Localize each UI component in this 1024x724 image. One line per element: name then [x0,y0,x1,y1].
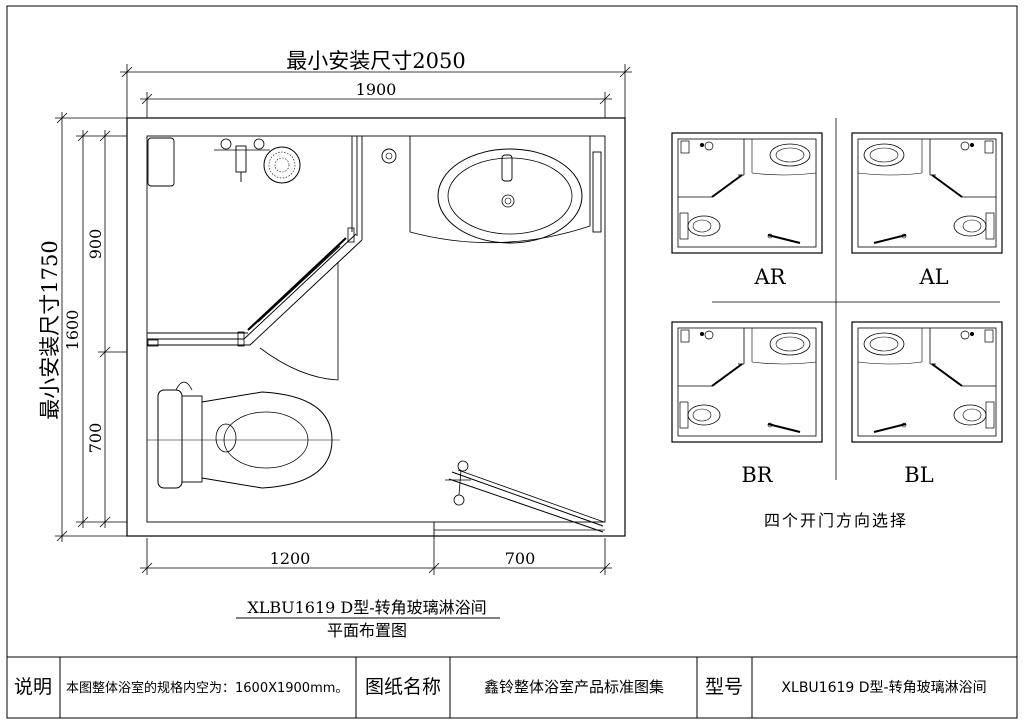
inner-width-label: 1900 [356,80,397,99]
plan-thumbnail-al [851,132,1003,254]
dimension-lines [55,64,632,575]
note-text: 本图整体浴室的规格内空为：1600X1900mm。 [66,680,348,696]
model-value: XLBU1619 D型-转角玻璃淋浴间 [781,679,986,696]
min-install-depth-label: 最小安装尺寸1750 [38,240,62,419]
drawing-name-value: 鑫铃整体浴室产品标准图集 [484,678,664,696]
orientation-label-bl: BL [904,463,933,487]
orientation-label-br: BR [741,463,773,487]
lower-depth-label: 700 [86,423,105,454]
min-install-width-label: 最小安装尺寸2050 [286,49,465,73]
plan-thumbnail-bl [851,321,1003,443]
bottom-left-dimension: 1200 [270,549,311,568]
sheet-border [6,5,1018,719]
drawing-subtitle: 平面布置图 [327,621,407,640]
title-block-table [7,656,1017,718]
bottom-right-dimension: 700 [505,549,536,568]
orientation-label-al: AL [918,265,948,289]
upper-depth-label: 900 [86,229,105,260]
orientation-caption: 四个开门方向选择 [764,511,908,530]
drawing-title-block: XLBU1619 D型-转角玻璃淋浴间 平面布置图 [236,598,500,640]
orientation-panel: AR AL BR BL 四个开门方向选择 [671,118,1003,530]
main-floor-plan [126,117,626,538]
plan-thumbnail-br [671,321,823,443]
orientation-label-ar: AR [754,265,787,289]
note-label: 说明 [14,676,52,698]
plan-thumbnail-ar [671,132,823,254]
drawing-name-label: 图纸名称 [365,676,441,698]
drawing-title: XLBU1619 D型-转角玻璃淋浴间 [247,598,486,617]
inner-depth-label: 1600 [63,310,82,351]
model-label: 型号 [705,676,743,698]
